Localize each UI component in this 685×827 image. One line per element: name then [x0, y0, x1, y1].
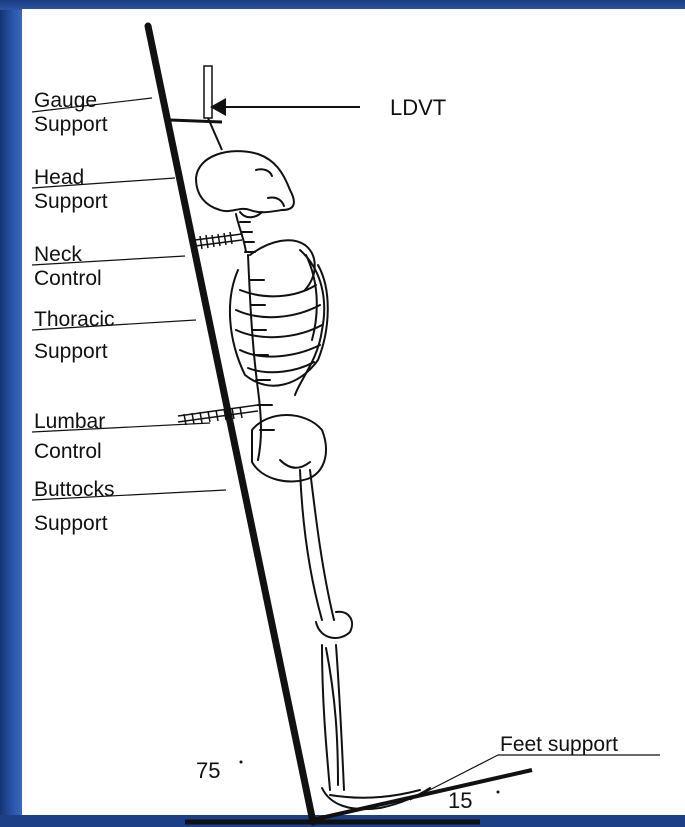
label-neck-control: Control — [34, 267, 102, 290]
label-buttocks-support: Support — [34, 512, 108, 535]
label-gauge-support: Support — [34, 113, 108, 136]
label-gauge: Gauge — [34, 89, 97, 112]
shoulder — [250, 240, 315, 290]
label-thoracic-support: Support — [34, 340, 108, 363]
label-thoracic: Thoracic — [34, 308, 115, 331]
femur — [300, 470, 334, 620]
rib-cage — [230, 265, 328, 386]
tibia-fibula — [322, 645, 344, 790]
tilt-board — [148, 26, 313, 822]
label-head-support: Support — [34, 190, 108, 213]
pelvis — [252, 415, 326, 481]
skeleton-figure — [196, 151, 430, 809]
arm — [295, 250, 324, 395]
ldvt-gauge — [170, 66, 360, 150]
label-neck: Neck — [34, 243, 82, 266]
foot-board — [312, 770, 532, 820]
skull — [196, 151, 294, 212]
label-board-angle: 75 — [196, 758, 220, 783]
label-ldvt: LDVT — [390, 95, 446, 120]
lumbar-control-spring — [178, 405, 258, 425]
label-lumbar: Lumbar — [34, 410, 105, 433]
label-foot-angle: 15 — [448, 788, 472, 813]
label-feet-support: Feet support — [500, 733, 618, 756]
label-buttocks: Buttocks — [34, 478, 115, 501]
cervical-spine — [236, 214, 255, 252]
degree-mark-board — [240, 761, 243, 764]
degree-mark-foot — [497, 791, 500, 794]
label-head: Head — [34, 166, 84, 189]
leader-lines — [32, 98, 660, 800]
label-lumbar-control: Control — [34, 440, 102, 463]
neck-control-spring — [195, 232, 242, 249]
